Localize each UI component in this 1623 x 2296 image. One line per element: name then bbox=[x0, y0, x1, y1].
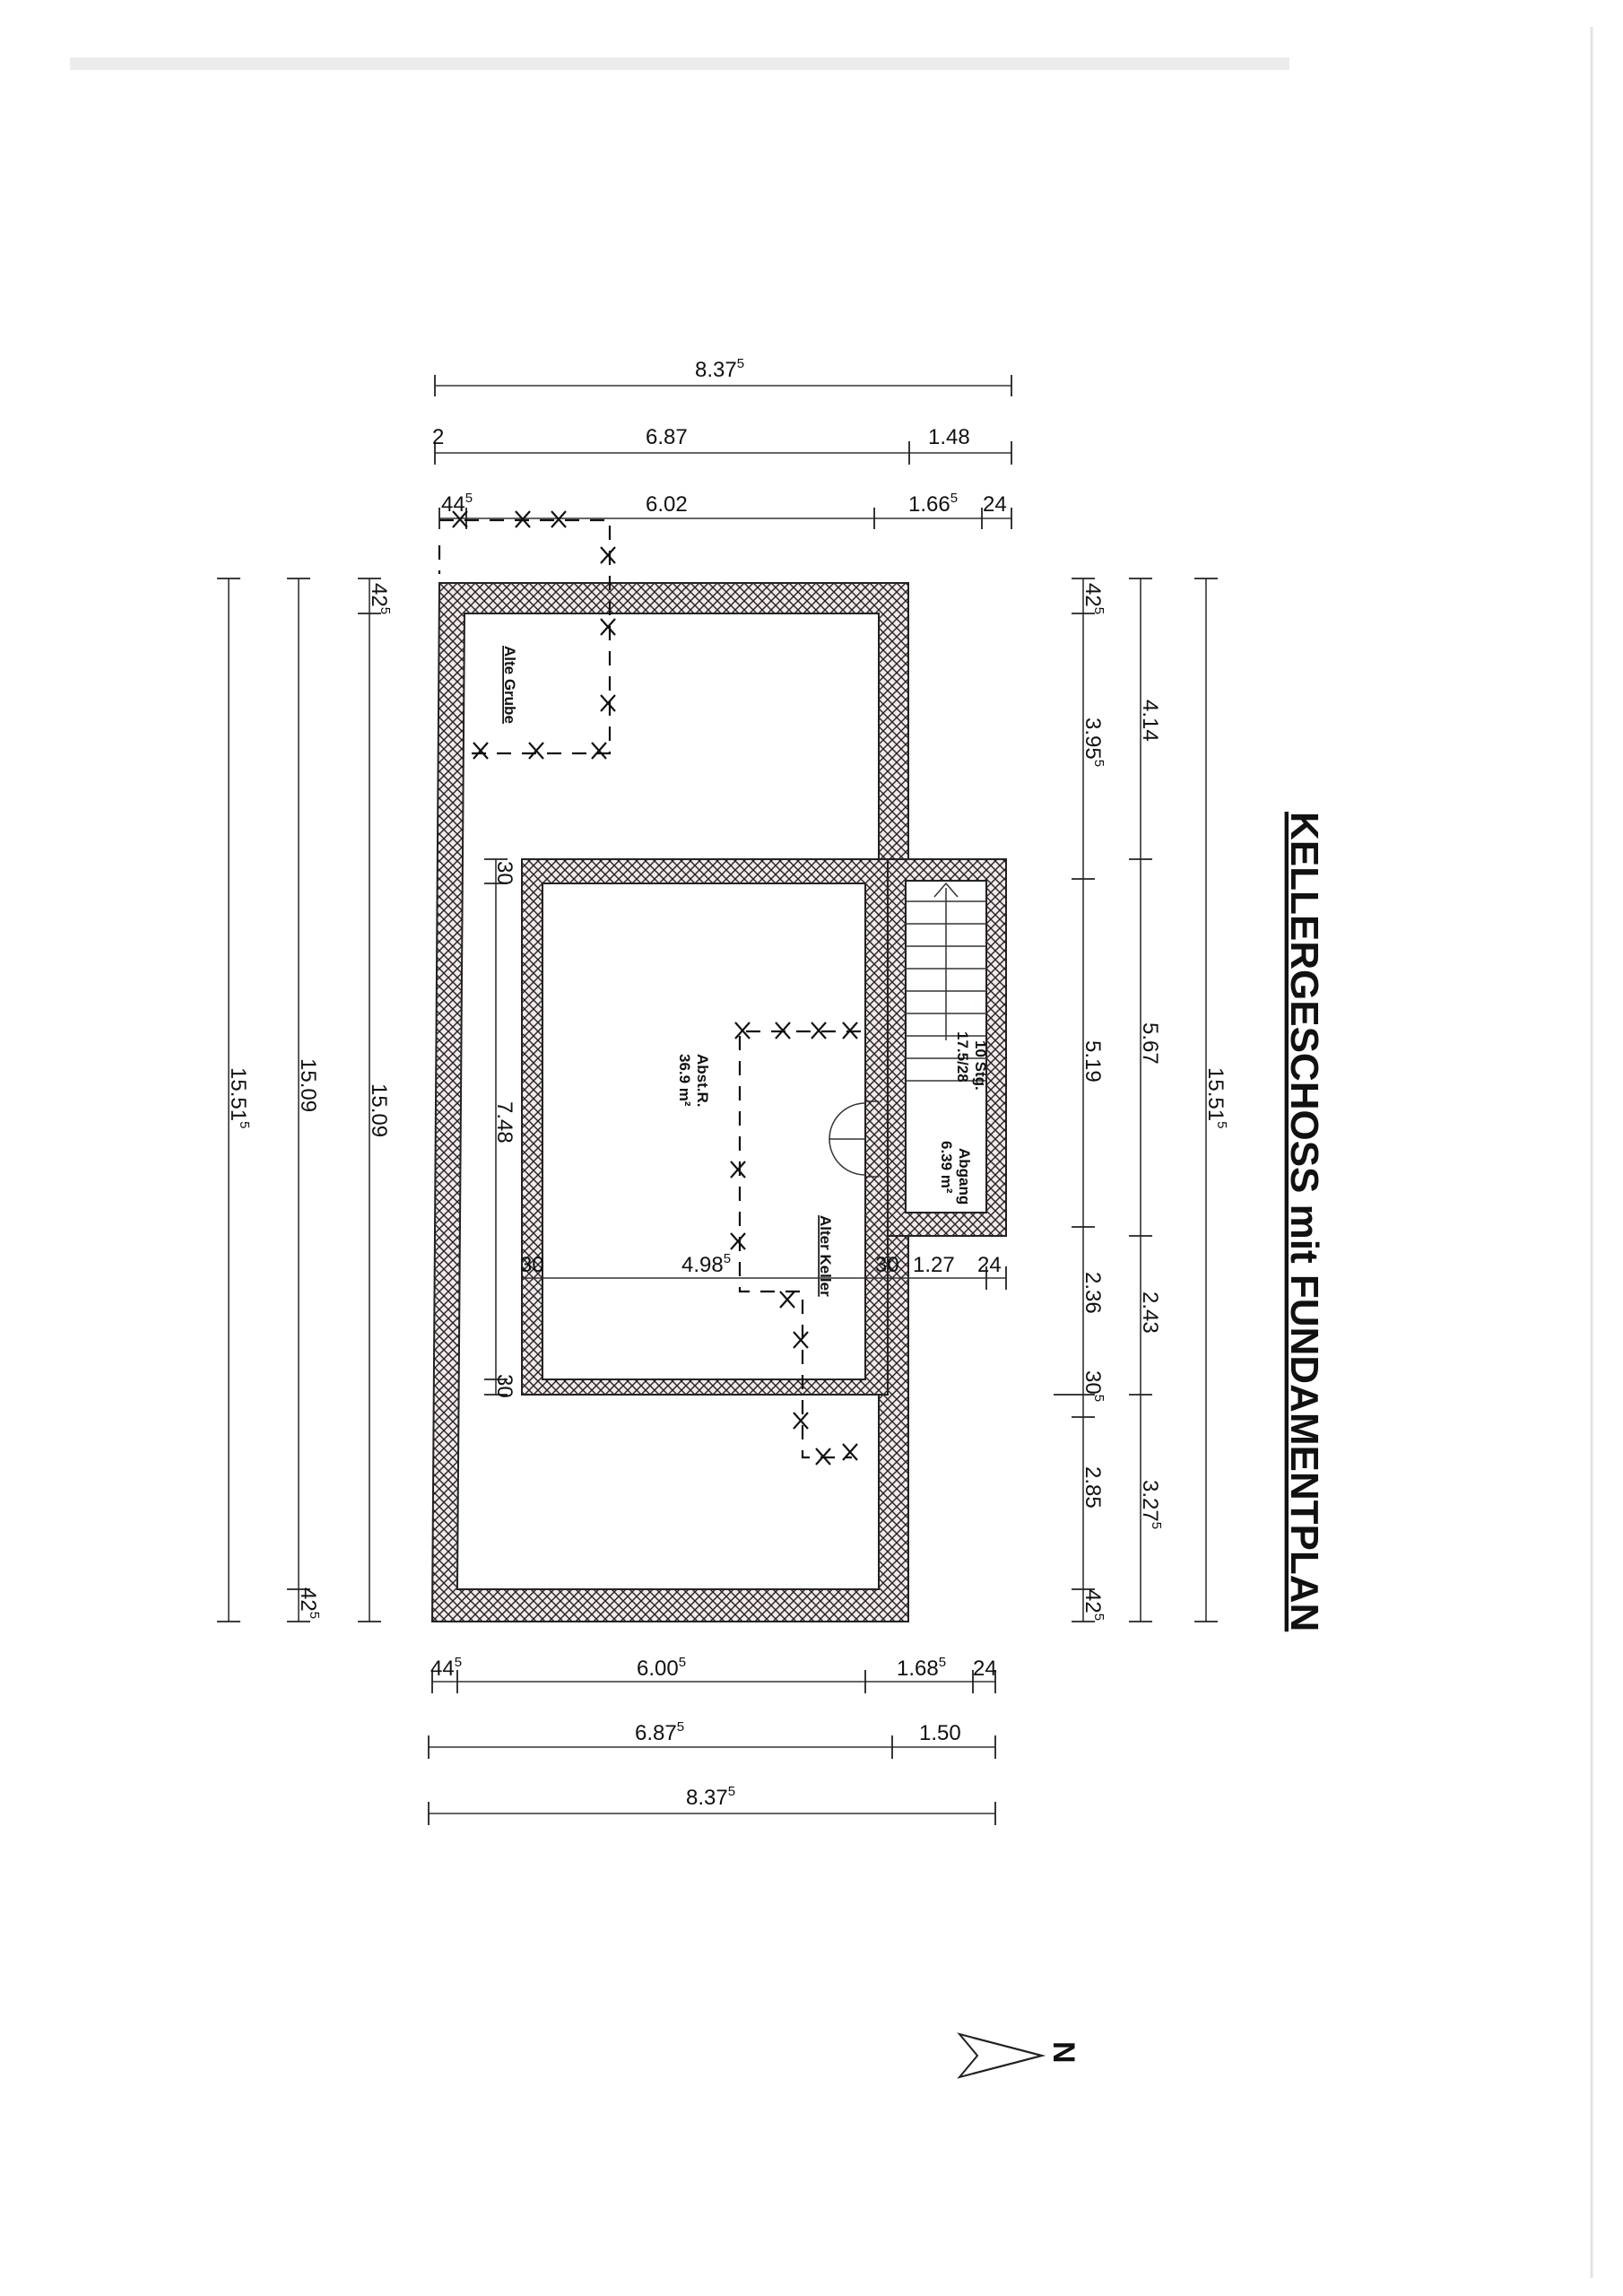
dim-bottom-row2-a: 6.875 bbox=[635, 1719, 684, 1745]
dim-right-a3: 5.19 bbox=[1081, 1040, 1105, 1083]
double-door bbox=[829, 1100, 879, 1178]
label-stairs-dim: 17.5/28 bbox=[954, 1031, 971, 1083]
dim-inner-30-top: 30 bbox=[492, 861, 516, 885]
dim-right-a1: 425 bbox=[1081, 583, 1107, 614]
dim-right-a6: 2.85 bbox=[1081, 1466, 1105, 1509]
dim-bottom-row1-a: 445 bbox=[430, 1655, 462, 1681]
dim-right-outer: 15.515 bbox=[1203, 1067, 1229, 1128]
dim-left-inner-top: 425 bbox=[367, 583, 393, 614]
dim-inner-30-right: 30 bbox=[875, 1253, 899, 1277]
plan-title: KELLERGESCHOSS mit FUNDAMENTPLAN bbox=[1282, 812, 1326, 1631]
dim-top-row2-c: 1.48 bbox=[928, 425, 970, 449]
dim-inner-left-height: 7.48 bbox=[492, 1101, 516, 1144]
dim-right-a5: 305 bbox=[1081, 1370, 1107, 1402]
dim-bottom-row2-b: 1.50 bbox=[919, 1721, 961, 1745]
stairs bbox=[906, 882, 986, 1082]
dim-left-mid-bottom: 425 bbox=[296, 1587, 322, 1619]
inner-room-wall bbox=[521, 858, 889, 1396]
room-labels: Alte Grube Abst.R. 36.9 m² Abgang 6.39 m… bbox=[501, 646, 989, 1297]
dim-left-outer: 15.515 bbox=[226, 1067, 252, 1128]
top-dimensions: 8.375 2 6.87 1.48 445 6.02 1.665 24 bbox=[432, 356, 1012, 529]
dim-right-a7: 425 bbox=[1081, 1589, 1107, 1621]
dim-right-b3: 2.43 bbox=[1138, 1292, 1162, 1334]
stair-annex-wall bbox=[887, 858, 1007, 1237]
old-pit-outline bbox=[438, 510, 616, 760]
dim-abgang-wall: 24 bbox=[977, 1253, 1002, 1277]
dim-top-row2-b: 6.87 bbox=[646, 425, 688, 449]
dim-left-inner: 15.09 bbox=[367, 1083, 391, 1137]
dim-top-row2-a: 2 bbox=[432, 425, 444, 449]
label-abgang: Abgang bbox=[956, 1148, 973, 1205]
dim-right-b1: 4.14 bbox=[1138, 700, 1162, 742]
dim-top-total: 8.375 bbox=[695, 356, 744, 382]
label-alte-grube: Alte Grube bbox=[501, 646, 518, 724]
dim-right-a4: 2.36 bbox=[1081, 1272, 1105, 1314]
label-stairs-count: 10 Stg. bbox=[972, 1040, 989, 1091]
old-cellar-outline bbox=[730, 1022, 861, 1465]
dim-inner-30-mid: 30 bbox=[520, 1253, 544, 1277]
scan-shadow bbox=[70, 57, 1289, 70]
label-abst-r-area: 36.9 m² bbox=[676, 1054, 693, 1107]
dim-right-a2: 3.955 bbox=[1081, 718, 1107, 767]
label-abgang-area: 6.39 m² bbox=[938, 1141, 955, 1194]
label-abst-r: Abst.R. bbox=[694, 1054, 711, 1108]
building-walls bbox=[430, 582, 1007, 1622]
internal-dimensions: 30 7.48 30 30 4.985 30 1.27 24 bbox=[484, 858, 1007, 1398]
dim-top-row3-d: 24 bbox=[983, 492, 1007, 517]
dim-abgang-width: 1.27 bbox=[913, 1253, 955, 1277]
right-dimensions: 425 3.955 5.19 2.36 305 2.85 425 4.14 5.… bbox=[1054, 578, 1229, 1622]
dim-bottom-row1-d: 24 bbox=[973, 1657, 997, 1681]
left-dimensions: 15.515 15.09 425 425 15.09 bbox=[217, 578, 393, 1622]
north-label: N bbox=[1046, 2041, 1081, 2064]
dim-bottom-row1-b: 6.005 bbox=[637, 1655, 686, 1681]
north-arrow-icon: N bbox=[957, 2032, 1081, 2079]
dim-right-b4: 3.275 bbox=[1138, 1480, 1164, 1529]
bottom-dimensions: 445 6.005 1.685 24 6.875 1.50 8.375 bbox=[428, 1655, 997, 1825]
dim-bottom-row1-c: 1.685 bbox=[897, 1655, 946, 1681]
dim-left-mid: 15.09 bbox=[296, 1058, 320, 1112]
label-alter-keller: Alter Keller bbox=[817, 1215, 834, 1297]
dim-bottom-total: 8.375 bbox=[686, 1784, 735, 1810]
dim-right-b2: 5.67 bbox=[1138, 1022, 1162, 1065]
dim-top-row3-b: 6.02 bbox=[646, 492, 688, 517]
dim-top-row3-c: 1.665 bbox=[908, 491, 958, 517]
dim-inner-width: 4.985 bbox=[681, 1251, 731, 1277]
stair-arrow-icon bbox=[933, 882, 959, 898]
dim-top-row3-a: 445 bbox=[441, 491, 473, 517]
dim-inner-30-bottom: 30 bbox=[492, 1374, 516, 1398]
